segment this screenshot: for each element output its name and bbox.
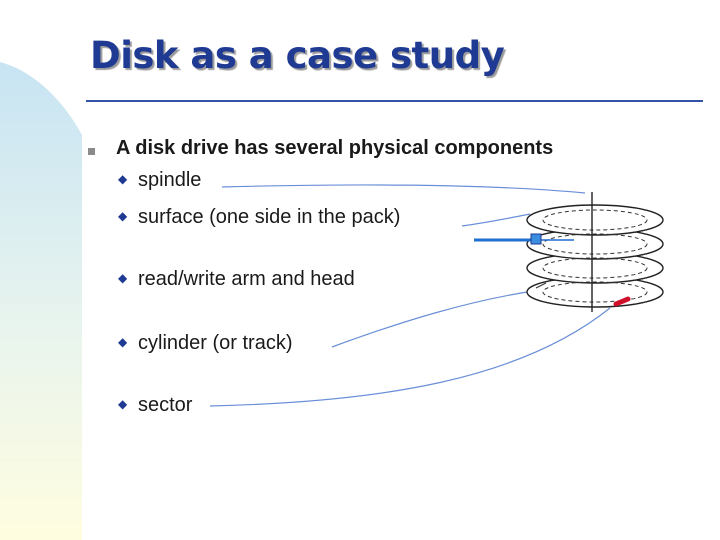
spindle-connector bbox=[221, 184, 586, 194]
cylinder-connector bbox=[331, 289, 541, 348]
sector-mark bbox=[613, 296, 631, 307]
side-gradient-band bbox=[0, 62, 82, 540]
sub-bullet-label: surface (one side in the pack) bbox=[138, 206, 401, 228]
sub-bullet-item: ◆ cylinder (or track) bbox=[118, 332, 292, 355]
title-rule bbox=[86, 100, 703, 102]
main-bullet-text: A disk drive has several physical compon… bbox=[116, 137, 554, 159]
sub-bullet-item: ◆ read/write arm and head bbox=[118, 268, 355, 291]
sub-bullet-label: read/write arm and head bbox=[138, 268, 355, 290]
sub-bullet-label: cylinder (or track) bbox=[138, 332, 293, 354]
surface-connector bbox=[461, 213, 531, 227]
square-bullet-icon bbox=[88, 148, 95, 155]
cylinder-tracks bbox=[542, 209, 648, 303]
sector-connector bbox=[209, 307, 611, 407]
slide-title: Disk as a case study bbox=[90, 34, 505, 77]
diamond-bullet-icon: ◆ bbox=[118, 335, 128, 349]
diamond-bullet-icon: ◆ bbox=[118, 209, 128, 223]
sub-bullet-item: ◆ surface (one side in the pack) bbox=[118, 206, 400, 229]
sub-bullet-item: ◆ sector bbox=[118, 394, 192, 417]
diamond-bullet-icon: ◆ bbox=[118, 271, 128, 285]
diamond-bullet-icon: ◆ bbox=[118, 172, 128, 186]
sub-bullet-label: spindle bbox=[138, 169, 202, 191]
sub-bullet-label: sector bbox=[138, 394, 193, 416]
read-write-head bbox=[530, 233, 542, 245]
sub-bullet-item: ◆ spindle bbox=[118, 169, 201, 192]
platter-1 bbox=[526, 204, 664, 236]
diamond-bullet-icon: ◆ bbox=[118, 397, 128, 411]
disk-platter-stack bbox=[526, 204, 664, 308]
